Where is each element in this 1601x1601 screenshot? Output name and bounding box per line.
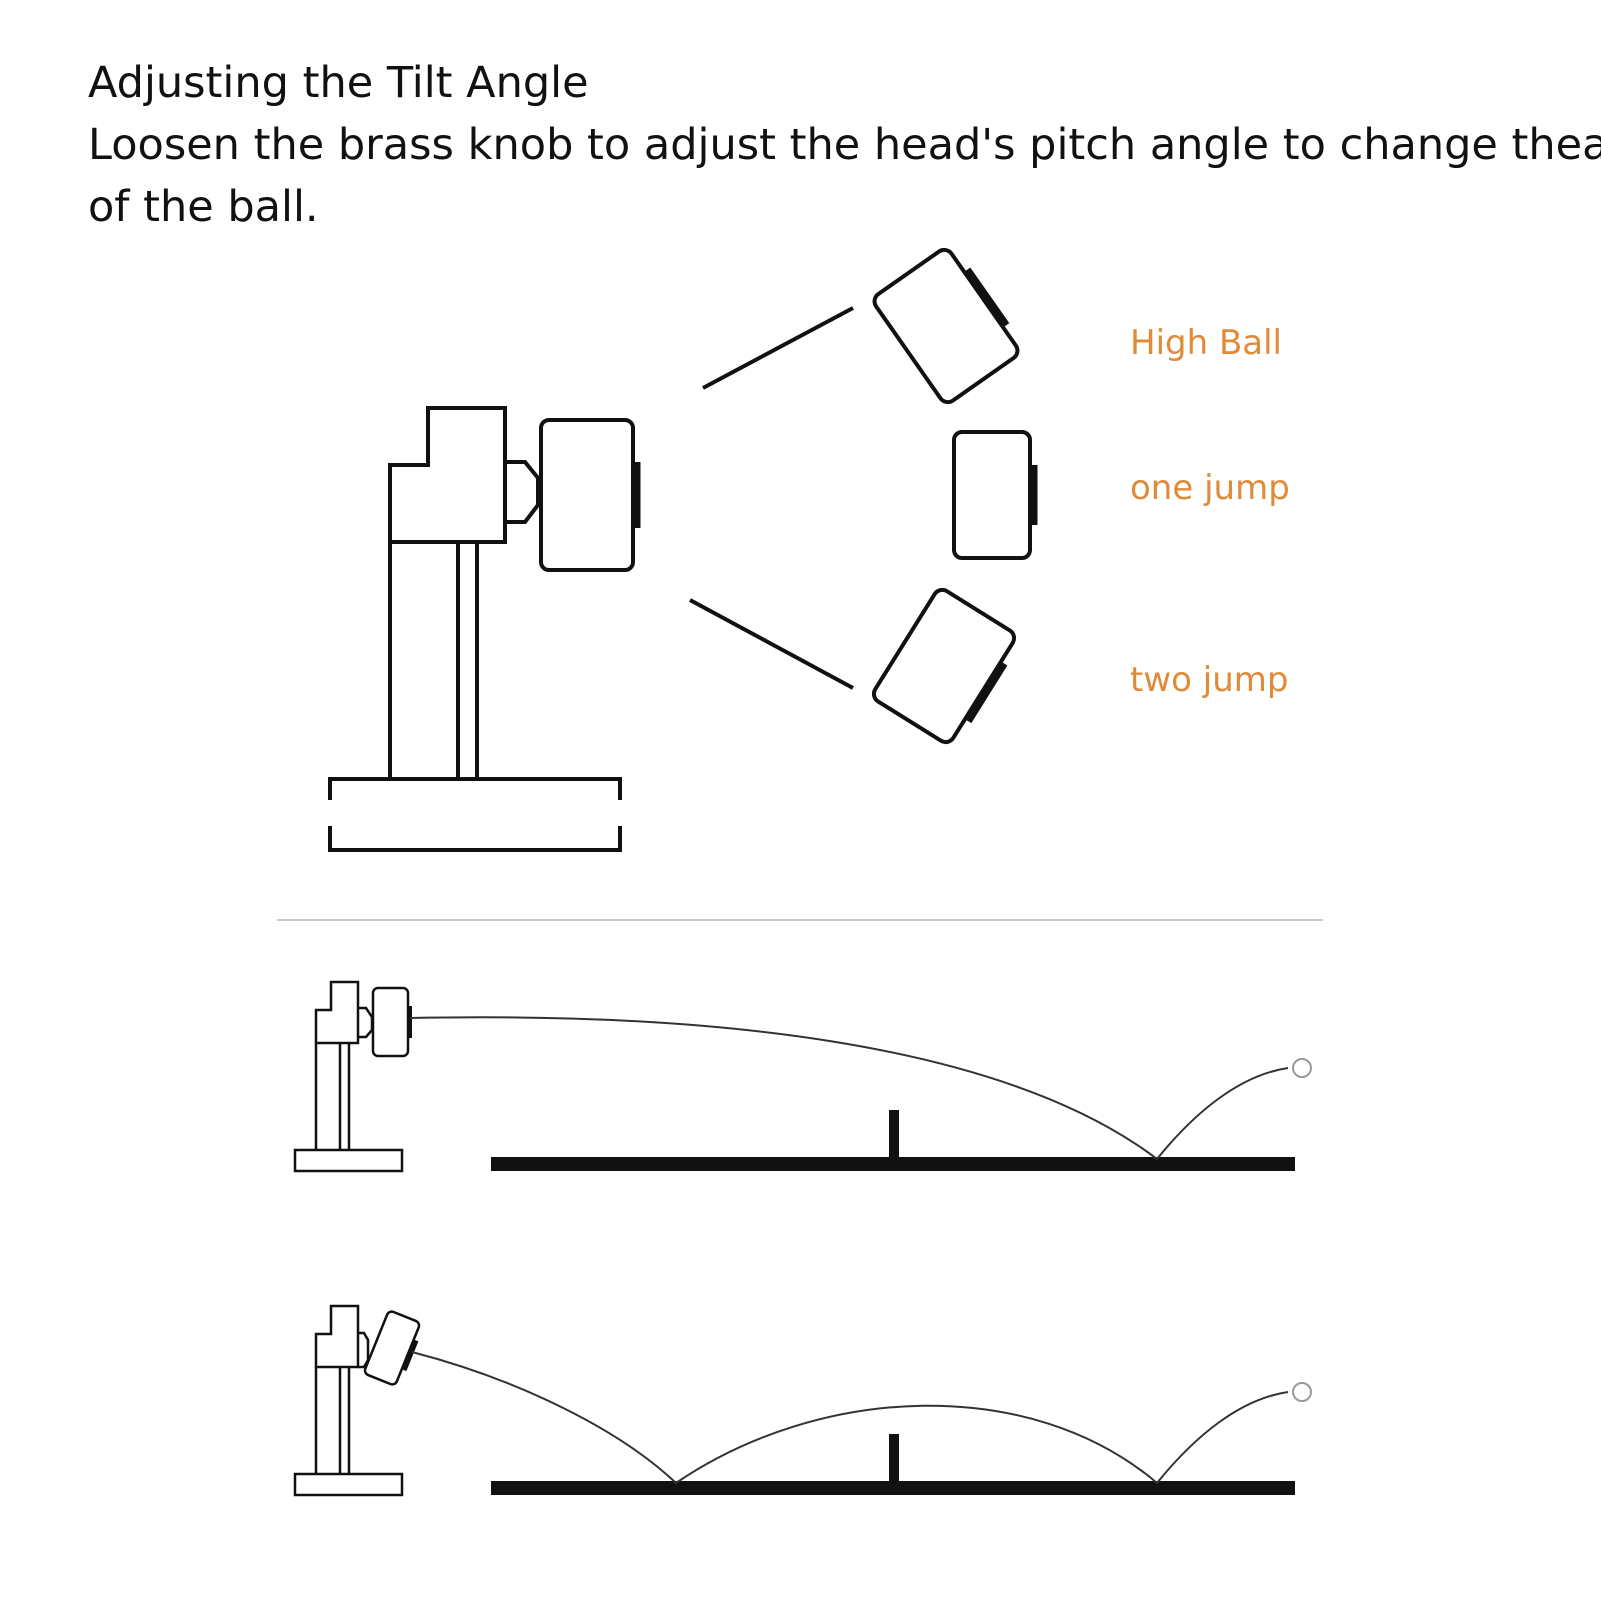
- ball-1: [1292, 1058, 1312, 1078]
- machine-base: [328, 777, 622, 800]
- head-connector: [505, 460, 540, 524]
- net-2: [889, 1434, 899, 1484]
- title: Adjusting the Tilt Angle: [88, 58, 589, 108]
- label-high-ball: High Ball: [1130, 323, 1283, 363]
- head-positions: [871, 247, 1038, 745]
- table-2: [491, 1481, 1295, 1495]
- head-high-ball: [872, 247, 1020, 405]
- machine-base-bottom: [328, 826, 622, 852]
- ball-path-2: [411, 1351, 1289, 1485]
- ball-path-1: [409, 1016, 1289, 1161]
- body-line-2: of the ball.: [88, 182, 319, 232]
- trajectory-two-jump: [293, 1304, 1312, 1497]
- instruction-heading: Adjusting the Tilt Angle Loosen the bras…: [88, 52, 1601, 238]
- label-one-jump: one jump: [1130, 468, 1290, 508]
- head-two-jump: [871, 587, 1017, 745]
- high-angle-line: [702, 306, 854, 390]
- launch-head-center: [539, 418, 635, 572]
- ball-2: [1292, 1382, 1312, 1402]
- label-two-jump: two jump: [1130, 660, 1289, 700]
- body-line-1: Loosen the brass knob to adjust the head…: [88, 120, 1601, 170]
- head-one-jump: [952, 430, 1038, 560]
- table-1: [491, 1157, 1295, 1171]
- low-angle-line: [689, 598, 854, 690]
- small-machine-1: [293, 980, 412, 1173]
- net-1: [889, 1110, 899, 1160]
- trajectory-one-jump: [293, 980, 1312, 1173]
- small-machine-2: [293, 1304, 421, 1497]
- machine-body: [388, 406, 507, 544]
- machine-front-view: [328, 406, 641, 852]
